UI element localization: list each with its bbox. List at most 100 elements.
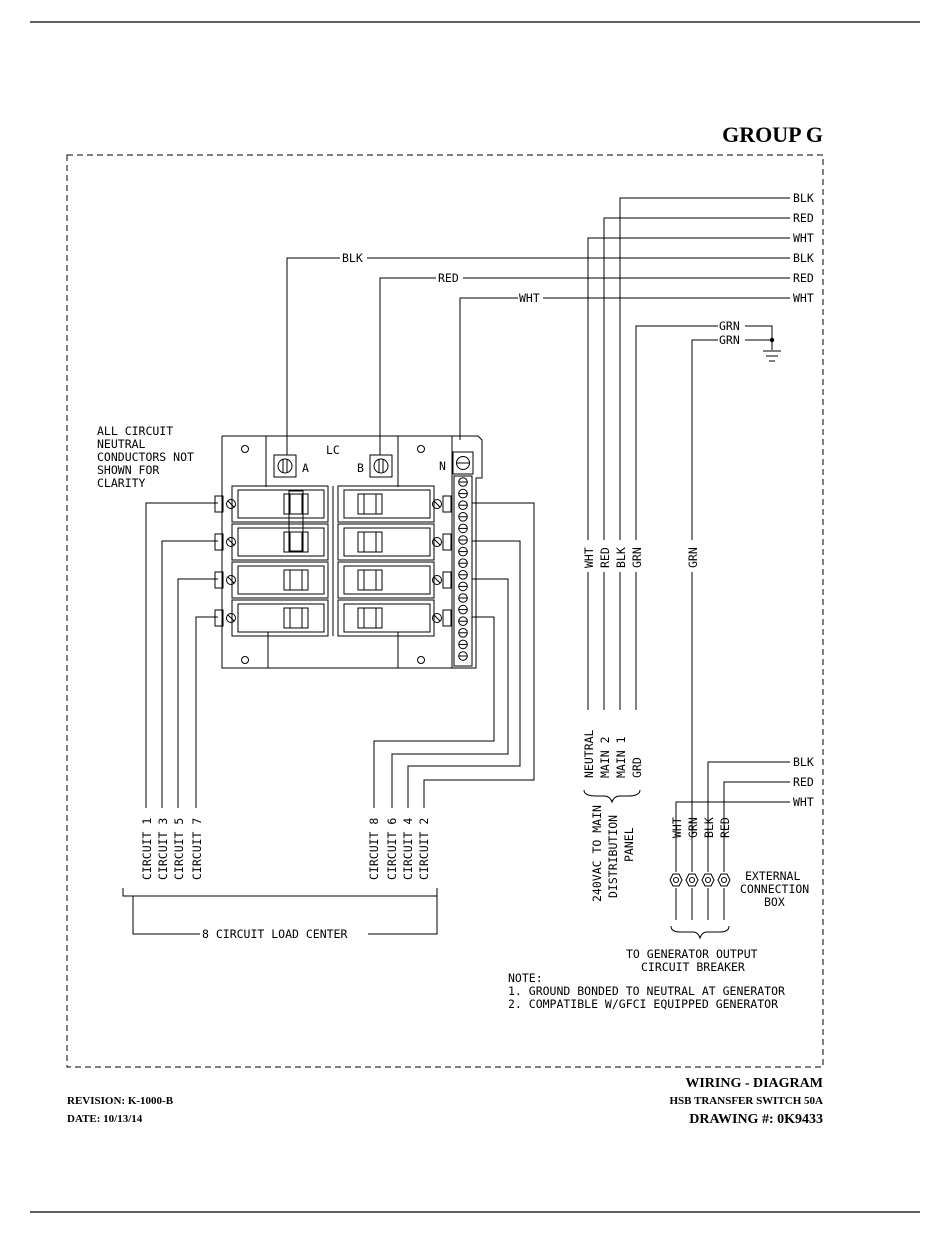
svg-text:CIRCUIT BREAKER: CIRCUIT BREAKER — [641, 960, 745, 974]
date: DATE: 10/13/14 — [67, 1113, 143, 1125]
svg-text:RED: RED — [598, 547, 612, 568]
terminal-nut-hole — [689, 877, 695, 883]
svg-text:240VAC TO MAIN: 240VAC TO MAIN — [590, 805, 604, 902]
neutral-screw — [458, 546, 468, 557]
svg-text:WHT: WHT — [670, 817, 684, 838]
svg-text:NOTE:: NOTE: — [508, 971, 543, 985]
svg-text:EXTERNAL: EXTERNAL — [745, 869, 800, 883]
breaker-left-1 — [214, 485, 329, 523]
circuit-labels-left: CIRCUIT 1 CIRCUIT 3 CIRCUIT 5 CIRCUIT 7 — [140, 818, 204, 880]
svg-text:ALL CIRCUIT: ALL CIRCUIT — [97, 424, 173, 438]
neutral-screw — [458, 558, 468, 569]
svg-text:CONNECTION: CONNECTION — [740, 882, 809, 896]
neutral-screw — [458, 639, 468, 650]
circuit-labels-right: CIRCUIT 8 CIRCUIT 6 CIRCUIT 4 CIRCUIT 2 — [367, 818, 431, 880]
svg-text:2. COMPATIBLE W/GFCI EQUIPPED: 2. COMPATIBLE W/GFCI EQUIPPED GENERATOR — [508, 997, 778, 1011]
drawing-number: DRAWING #: 0K9433 — [689, 1112, 823, 1127]
label-wht-panel: WHT — [519, 291, 540, 305]
label-blk-panel: BLK — [342, 251, 363, 265]
terminal-a-label: A — [302, 461, 309, 475]
label-blk-2: BLK — [793, 251, 814, 265]
label-wht-2: WHT — [793, 291, 814, 305]
neutral-screw — [458, 488, 468, 499]
circuit-wires-right — [373, 502, 535, 808]
svg-text:TO GENERATOR OUTPUT: TO GENERATOR OUTPUT — [626, 947, 758, 961]
svg-text:MAIN 2: MAIN 2 — [598, 736, 612, 778]
svg-text:BOX: BOX — [764, 895, 785, 909]
breaker-right-2 — [337, 523, 452, 561]
revision: REVISION: K-1000-B — [67, 1095, 174, 1107]
label-grn-1: GRN — [719, 319, 740, 333]
terminal-b-label: B — [357, 461, 364, 475]
label-grn-2: GRN — [719, 333, 740, 347]
svg-text:NEUTRAL: NEUTRAL — [582, 729, 596, 778]
breaker-left-2 — [214, 523, 329, 561]
svg-text:SHOWN FOR: SHOWN FOR — [97, 463, 159, 477]
svg-text:MAIN 1: MAIN 1 — [614, 736, 628, 778]
terminal-nut-hole — [705, 877, 711, 883]
svg-text:RED: RED — [718, 817, 732, 838]
neutral-screw — [458, 616, 468, 627]
label-blk-1: BLK — [793, 191, 814, 205]
breaker-group — [214, 485, 452, 637]
svg-text:BLK: BLK — [614, 547, 628, 568]
svg-text:CIRCUIT 2: CIRCUIT 2 — [417, 818, 431, 880]
svg-text:CIRCUIT 6: CIRCUIT 6 — [385, 818, 399, 880]
svg-text:GRD: GRD — [630, 757, 644, 778]
svg-text:CIRCUIT 4: CIRCUIT 4 — [401, 818, 415, 880]
notes: NOTE: 1. GROUND BONDED TO NEUTRAL AT GEN… — [508, 971, 785, 1011]
gen-label-blk: BLK — [793, 755, 814, 769]
svg-text:PANEL: PANEL — [622, 827, 636, 862]
terminal-nut — [685, 873, 699, 887]
neutral-bar-screws — [458, 477, 468, 661]
svg-text:GRN: GRN — [686, 817, 700, 838]
svg-text:CIRCUIT 7: CIRCUIT 7 — [190, 818, 204, 880]
terminal-nut-hole — [721, 877, 727, 883]
svg-text:CLARITY: CLARITY — [97, 476, 146, 490]
neutral-screw — [458, 570, 468, 580]
svg-text:CIRCUIT 8: CIRCUIT 8 — [367, 818, 381, 880]
svg-text:WHT: WHT — [582, 547, 596, 568]
load-center-bracket — [122, 888, 438, 935]
breaker-right-1 — [337, 485, 452, 523]
panel-name: LC — [326, 443, 340, 457]
supply-wires — [286, 197, 790, 540]
neutral-screw — [458, 477, 468, 487]
label-red-1: RED — [793, 211, 814, 225]
neutral-screw — [458, 523, 468, 534]
neutral-screw — [458, 500, 468, 511]
breaker-left-4 — [214, 599, 329, 637]
svg-text:GRN: GRN — [630, 547, 644, 568]
terminal-nut — [701, 873, 715, 887]
neutral-screw — [458, 581, 468, 592]
terminal-nut-hole — [673, 877, 679, 883]
svg-text:NEUTRAL: NEUTRAL — [97, 437, 146, 451]
svg-text:BLK: BLK — [702, 817, 716, 838]
external-box-label: EXTERNAL CONNECTION BOX — [740, 869, 809, 909]
terminal-nut — [717, 873, 731, 887]
load-center-label: 8 CIRCUIT LOAD CENTER — [202, 927, 347, 941]
neutral-screw — [458, 604, 468, 615]
svg-text:1. GROUND BONDED TO NEUTRAL AT: 1. GROUND BONDED TO NEUTRAL AT GENERATOR — [508, 984, 785, 998]
group-title: GROUP G — [722, 122, 823, 147]
drawing-subtitle: HSB TRANSFER SWITCH 50A — [669, 1095, 823, 1107]
diagram-border — [66, 154, 824, 1068]
load-center-panel — [221, 435, 483, 669]
gen-label-wht: WHT — [793, 795, 814, 809]
circuit-wires-left — [145, 502, 218, 808]
terminal-nut — [669, 873, 683, 887]
svg-text:CIRCUIT 1: CIRCUIT 1 — [140, 818, 154, 880]
neutral-screw — [458, 535, 468, 545]
generator-wires — [669, 761, 790, 940]
gen-vertical-labels: WHT GRN BLK RED — [670, 817, 732, 838]
generator-breaker-label: TO GENERATOR OUTPUT CIRCUIT BREAKER — [626, 947, 758, 974]
main-breaker-handle — [288, 490, 304, 552]
label-wht-1: WHT — [793, 231, 814, 245]
breaker-right-3 — [337, 561, 452, 599]
svg-text:CIRCUIT 3: CIRCUIT 3 — [156, 818, 170, 880]
neutral-screw — [458, 512, 468, 522]
breaker-right-4 — [337, 599, 452, 637]
svg-text:CONDUCTORS NOT: CONDUCTORS NOT — [97, 450, 194, 464]
neutral-screw — [458, 593, 468, 603]
